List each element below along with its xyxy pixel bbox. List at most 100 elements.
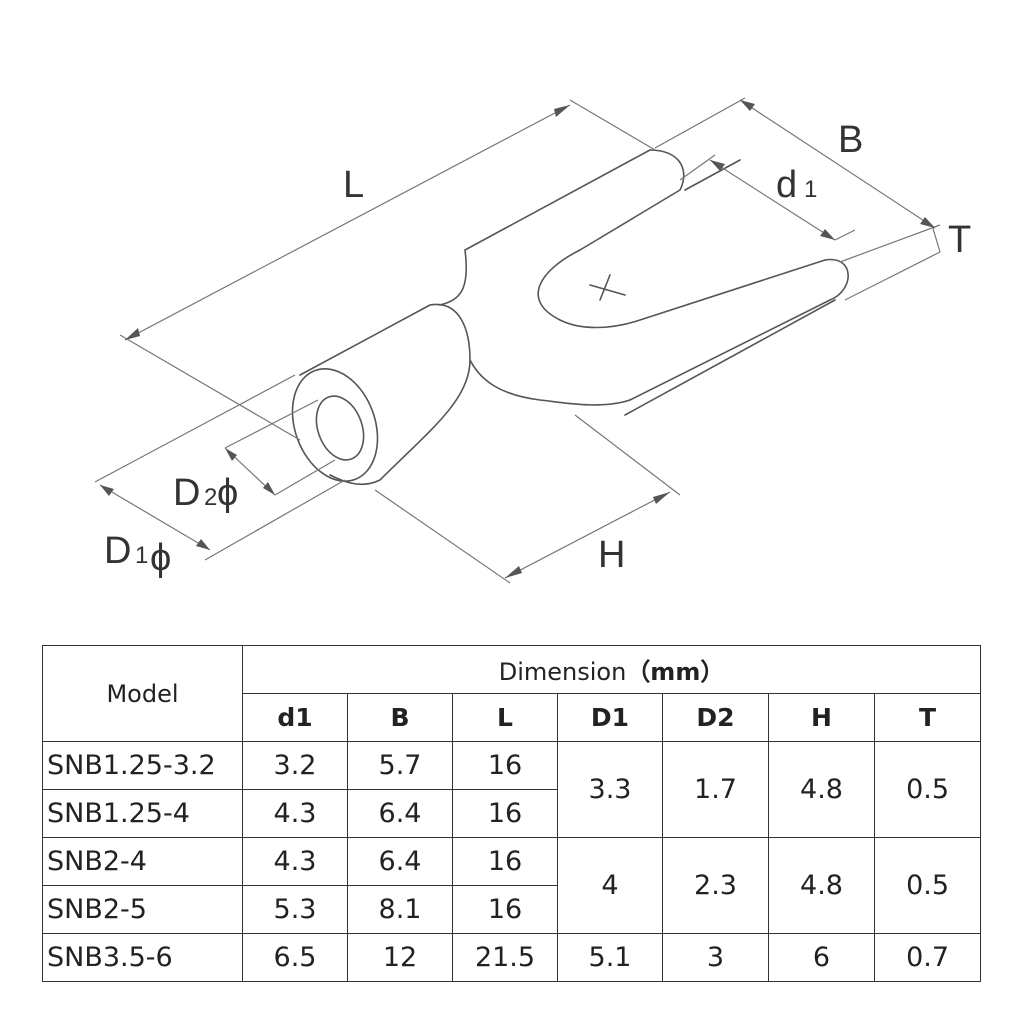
col-head-t: T: [873, 693, 982, 742]
cell-h: 4.8: [768, 837, 875, 934]
cell-t: 0.7: [873, 933, 982, 982]
arrow-d2-bottom: [263, 482, 275, 495]
cell-b: 5.7: [347, 741, 453, 790]
ext-line-b-bottom: [839, 224, 941, 263]
label-d2-phi: ϕ: [217, 472, 238, 514]
col-head-d1: d1: [242, 693, 348, 742]
col-head-d2: D2: [662, 693, 769, 742]
cell-h: 4.8: [768, 741, 875, 838]
arrow-h-right: [653, 492, 670, 504]
ext-line-d1-outer-top: [94, 374, 296, 483]
arrow-d2-top: [225, 448, 237, 461]
cell-model: SNB2-4: [42, 837, 243, 886]
cell-h: 6: [768, 933, 875, 982]
label-d1o-main: D: [104, 530, 131, 572]
dim-line-b: [739, 99, 936, 229]
dim-line-d1: [709, 159, 836, 241]
arrow-h-left: [505, 566, 522, 578]
barrel-outer-end: [291, 368, 379, 482]
cell-d2: 1.7: [662, 741, 769, 838]
dim-line-d1-outer: [99, 484, 211, 551]
ext-line-d1-bottom: [834, 229, 856, 241]
arrow-d1-top: [710, 160, 725, 171]
label-h: H: [598, 534, 625, 576]
cell-l: 21.5: [452, 933, 558, 982]
col-head-l: L: [452, 693, 558, 742]
barrel-inner-hole: [315, 395, 365, 461]
cell-d1-outer: 5.1: [557, 933, 663, 982]
label-b: B: [838, 119, 863, 161]
label-d1-main: d: [776, 164, 797, 206]
cell-l: 16: [452, 885, 558, 934]
center-mark-h: [589, 284, 626, 296]
label-t: T: [948, 219, 971, 261]
cell-model: SNB1.25-3.2: [42, 741, 243, 790]
arrow-d1-bottom: [820, 229, 835, 240]
arrow-d1o-top: [100, 485, 114, 496]
label-d2-main: D: [173, 472, 200, 514]
ext-line-b-top: [654, 97, 746, 149]
cell-l: 16: [452, 741, 558, 790]
cell-d1: 6.5: [242, 933, 348, 982]
dimension-header-text: Dimension: [498, 658, 627, 686]
ext-line-d1-outer-bottom: [204, 479, 346, 561]
col-head-d1-outer: D1: [557, 693, 663, 742]
ext-line-l-right: [569, 99, 656, 151]
cell-b: 6.4: [347, 837, 453, 886]
arrow-b-bottom: [920, 217, 935, 228]
cell-l: 16: [452, 789, 558, 838]
upper-prong: [537, 149, 826, 329]
cell-d1: 3.2: [242, 741, 348, 790]
cell-d2: 3: [662, 933, 769, 982]
ext-line-l-left: [119, 334, 301, 441]
arrow-l-left: [125, 328, 140, 340]
ext-line-d2-bottom: [274, 459, 336, 496]
arrow-d1o-bottom: [196, 539, 210, 550]
neck-lower: [469, 359, 631, 406]
cell-t: 0.5: [873, 741, 982, 838]
label-d1-sub: 1: [804, 176, 817, 203]
dimension-unit: （mm）: [626, 658, 725, 686]
cell-model: SNB1.25-4: [42, 789, 243, 838]
center-mark-v: [599, 274, 611, 301]
table-row: SNB1.25-4 4.3 6.4 16: [42, 789, 981, 838]
label-d2-sub: 2: [204, 484, 217, 511]
ext-line-h-left: [374, 489, 511, 584]
barrel-outline: [299, 303, 471, 485]
cell-l: 16: [452, 837, 558, 886]
col-head-h: H: [768, 693, 875, 742]
cell-d1: 4.3: [242, 837, 348, 886]
cell-model: SNB2-5: [42, 885, 243, 934]
cell-d1: 5.3: [242, 885, 348, 934]
cell-d1-outer: 3.3: [557, 741, 663, 838]
cell-t: 0.5: [873, 837, 982, 934]
cell-model: SNB3.5-6: [42, 933, 243, 982]
lower-prong-edge: [624, 299, 836, 416]
ext-line-d2-top: [224, 399, 319, 449]
terminal-diagram: L B d 1 T H D 2 ϕ D 1 ϕ: [94, 97, 971, 584]
table-row: SNB2-4 4.3 6.4 16 4 2.3 4.8 0.5: [42, 837, 982, 934]
ext-line-d1-top: [679, 154, 716, 181]
dim-line-t: [931, 224, 941, 253]
cell-b: 12: [347, 933, 453, 982]
arrow-b-top: [740, 100, 755, 111]
model-header: Model: [42, 645, 243, 742]
cell-b: 6.4: [347, 789, 453, 838]
col-head-b: B: [347, 693, 453, 742]
neck-outline: [439, 149, 651, 306]
cell-b: 8.1: [347, 885, 453, 934]
dim-line-l: [124, 104, 571, 341]
dim-line-h: [504, 491, 671, 579]
table-row: SNB3.5-6 6.5 12 21.5 5.1 3 6 0.7: [42, 933, 982, 982]
cell-d1-outer: 4: [557, 837, 663, 934]
ext-line-h-right: [574, 414, 681, 496]
upper-prong-edge: [684, 159, 741, 191]
label-d1o-sub: 1: [135, 542, 148, 569]
lower-prong: [629, 258, 849, 401]
spec-table: Model Dimension（mm） d1 B L D1 D2 H T SNB…: [42, 645, 982, 982]
ext-line-t: [844, 251, 941, 301]
cell-d1: 4.3: [242, 789, 348, 838]
table-row: SNB1.25-3.2 3.2 5.7 16 3.3 1.7 4.8 0.5: [42, 741, 982, 838]
label-d1o-phi: ϕ: [150, 537, 171, 579]
table-row: SNB2-5 5.3 8.1 16: [42, 885, 981, 934]
